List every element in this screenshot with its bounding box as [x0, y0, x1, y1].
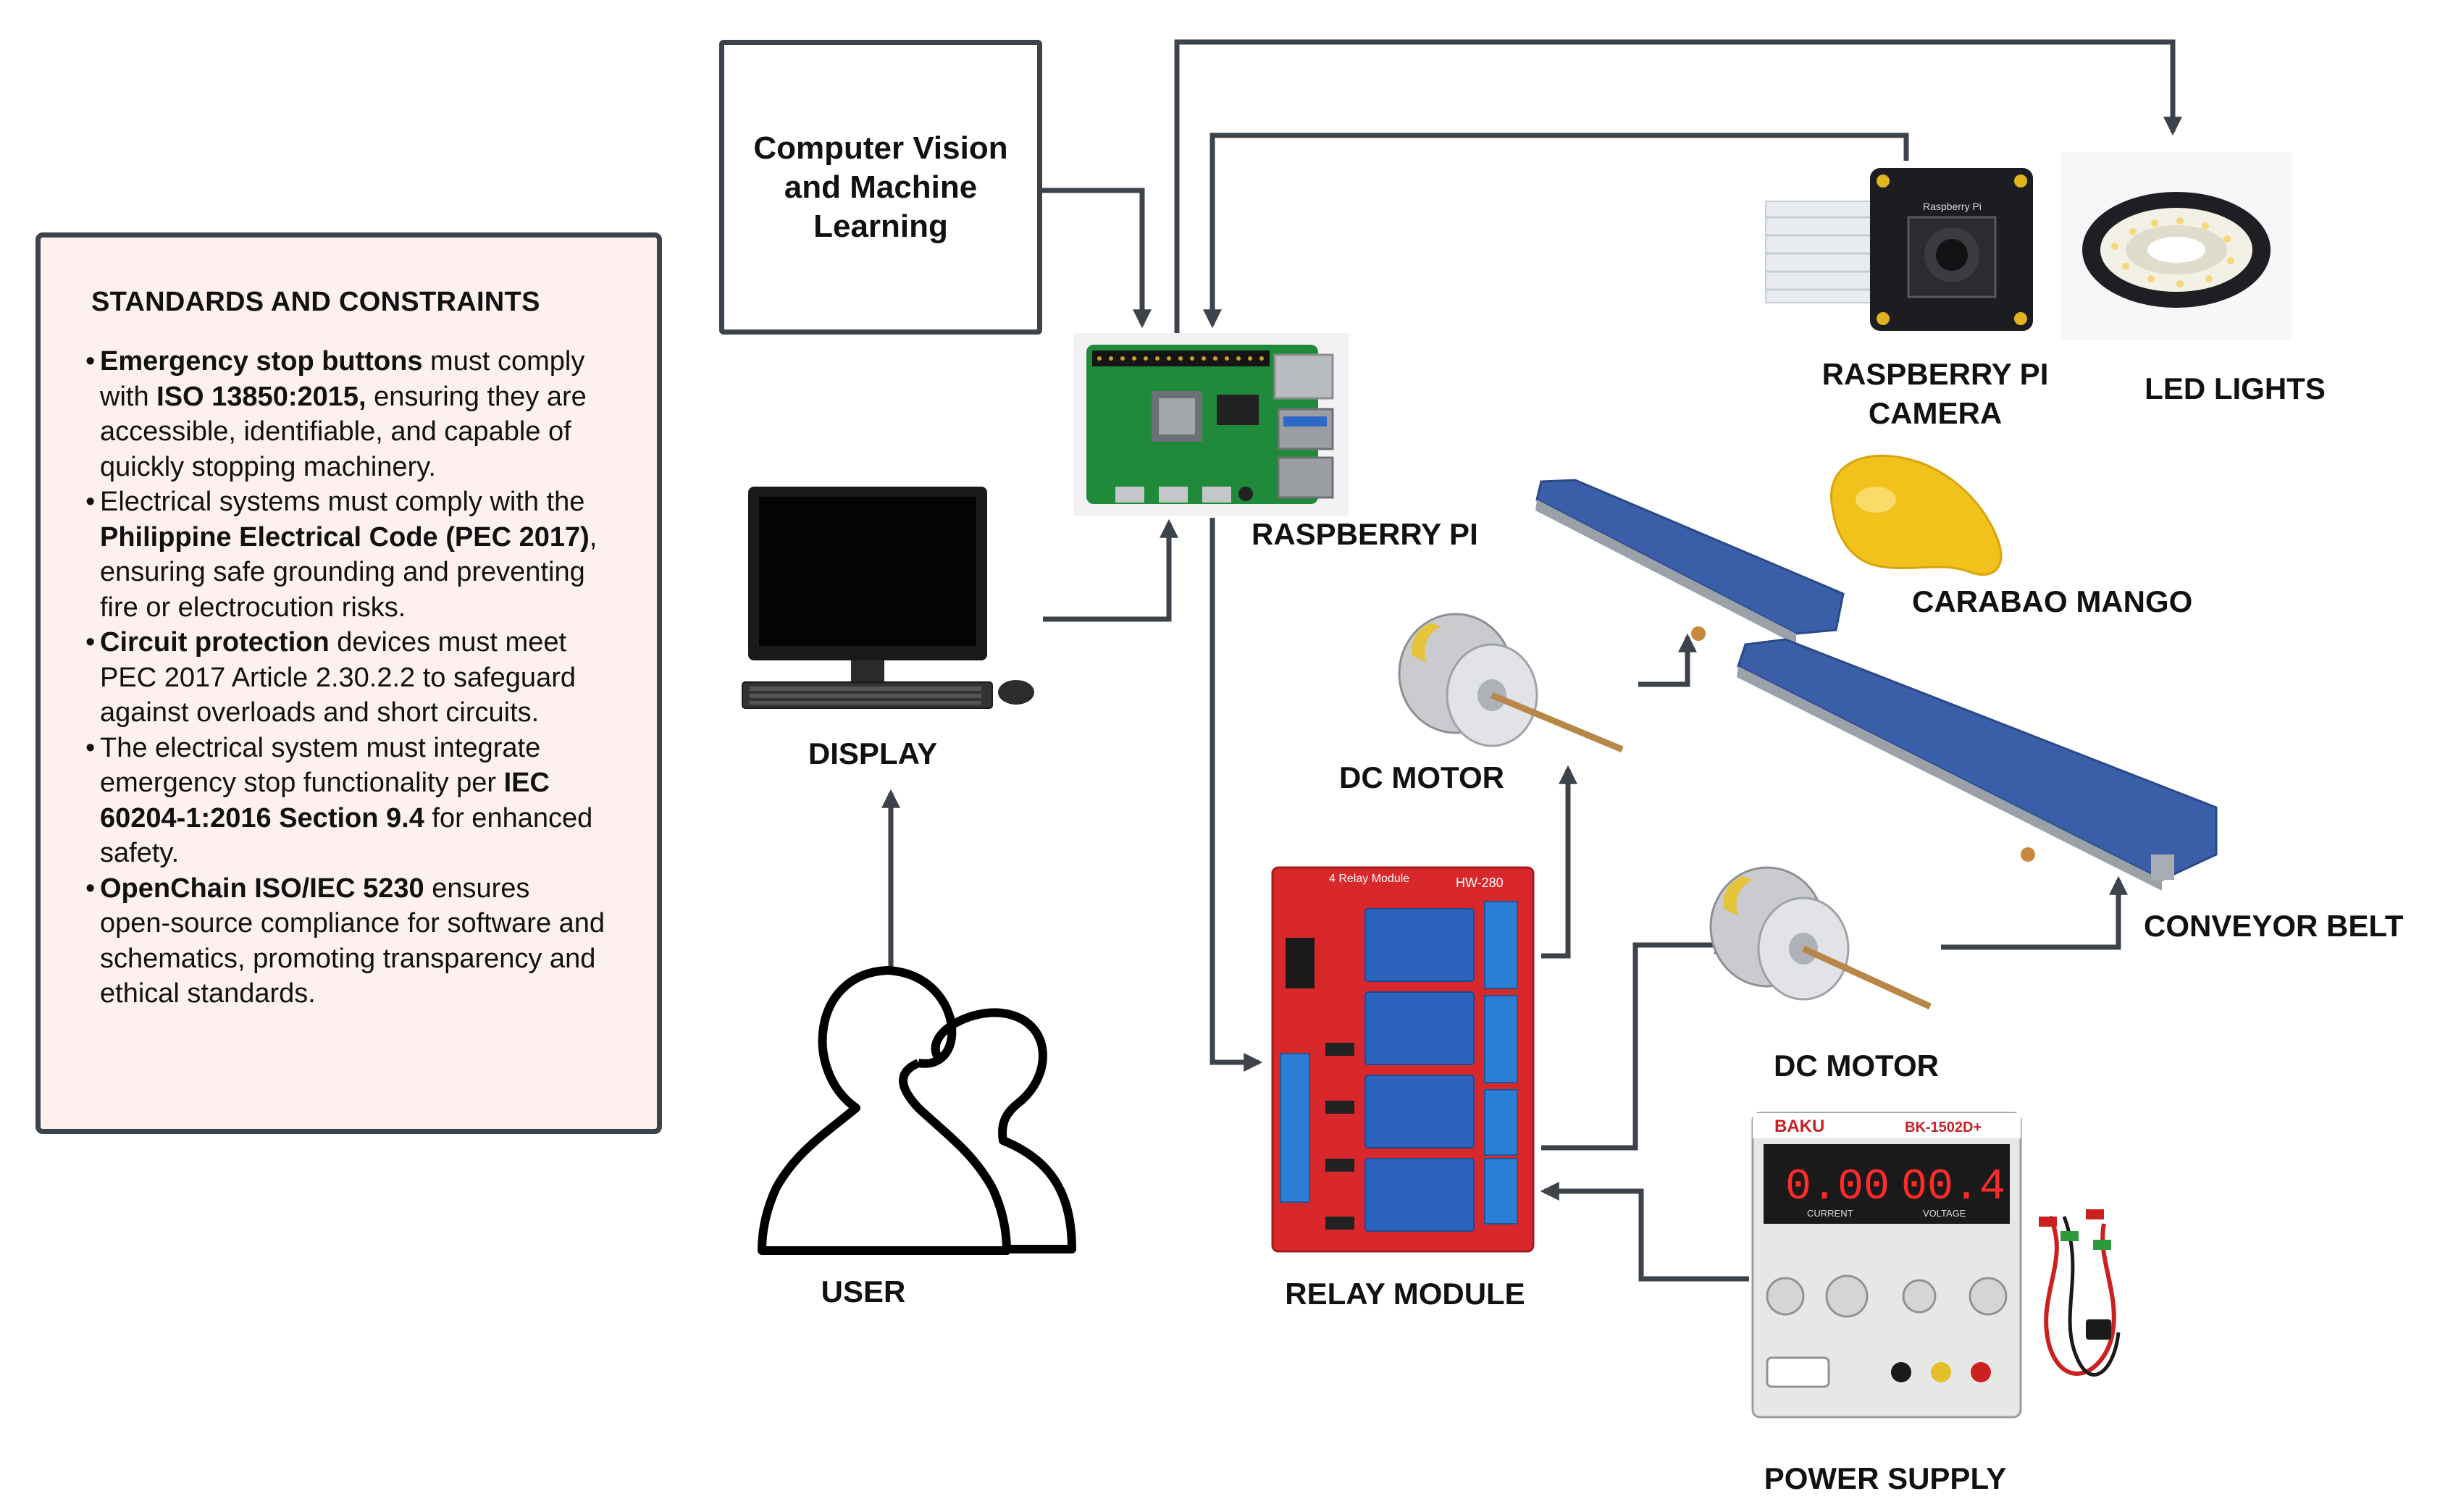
psu-current-label: CURRENT: [1807, 1208, 1853, 1219]
standard-text: ensuring they are accessible, identifiab…: [100, 381, 587, 482]
carabao-mango-label: CARABAO MANGO: [1912, 584, 2193, 618]
relay-module-label: RELAY MODULE: [1285, 1277, 1525, 1311]
standard-bold: Philippine Electrical Code (PEC 2017): [100, 521, 590, 553]
arrow-display-to-pi: [1043, 518, 1178, 622]
standard-text: , ensuring safe grounding and preventing…: [100, 521, 598, 623]
arrow-cv-to-pi: [1042, 188, 1152, 329]
user-icon: [758, 966, 1076, 1255]
standard-item: Emergency stop buttons must comply with …: [85, 344, 606, 484]
led-lights-label: LED LIGHTS: [2145, 371, 2326, 406]
camera-brand-text: Raspberry Pi: [1923, 201, 1982, 212]
psu-voltage-label: VOLTAGE: [1923, 1208, 1966, 1219]
power-supply-label: POWER SUPPLY: [1764, 1461, 2007, 1495]
psu-voltage-reading: 00.4: [1901, 1163, 2005, 1212]
standard-bold: Emergency stop buttons: [100, 346, 423, 377]
arrow-relay-to-motor1: [1541, 765, 1577, 959]
camera-label: RASPBERRY PI CAMERA: [1822, 355, 2049, 433]
standard-bold: ISO 13850:2015,: [156, 381, 366, 412]
standards-list: Emergency stop buttons must comply with …: [85, 344, 606, 1012]
conveyor-belt-label: CONVEYOR BELT: [2144, 909, 2404, 943]
relay-title-text: 4 Relay Module: [1329, 873, 1409, 885]
psu-brand-text: BAKU: [1774, 1117, 1824, 1136]
standard-text: The electrical system must integrate eme…: [100, 732, 541, 799]
raspberry-pi-board: [1073, 333, 1349, 516]
standard-bold: Circuit protection: [100, 627, 330, 658]
arrow-motor1-to-conveyor: [1638, 633, 1697, 687]
connectors: [881, 39, 2182, 1282]
user-label: USER: [821, 1274, 906, 1309]
standard-text: for enhanced safety.: [100, 802, 593, 869]
relay-module-board: HW-280 4 Relay Module: [1271, 866, 1535, 1253]
dc-motor-illustration-1: [1398, 613, 1624, 753]
arrow-motor2-to-conveyor: [1941, 875, 2128, 950]
power-supply-illustration: BAKU BK-1502D+ 0.00 00.4 CURRENT VOLTAGE: [1751, 1112, 2121, 1419]
cv-ml-label: Computer Vision and Machine Learning: [753, 130, 1008, 244]
psu-current-reading: 0.00: [1785, 1163, 1890, 1212]
arrow-pi-to-relay: [1209, 518, 1263, 1072]
dc-motor-1-label: DC MOTOR: [1339, 760, 1504, 794]
dc-motor-2-label: DC MOTOR: [1774, 1049, 1939, 1083]
standard-item: The electrical system must integrate eme…: [85, 731, 606, 871]
standards-title: STANDARDS AND CONSTRAINTS: [91, 287, 540, 317]
camera-label-line2: CAMERA: [1868, 396, 2003, 430]
standard-bold: IEC 60204-1:2016 Section 9.4: [100, 768, 550, 833]
arrow-relay-to-motor2: [1541, 936, 1734, 1151]
cv-ml-box: Computer Vision and Machine Learning: [719, 40, 1042, 335]
standard-text: ensures open-source compliance for softw…: [100, 873, 605, 1009]
display-label: DISPLAY: [808, 736, 938, 770]
monitor-illustration: [742, 487, 1034, 709]
standards-panel: STANDARDS AND CONSTRAINTS Emergency stop…: [35, 232, 662, 1134]
standard-text: devices must meet PEC 2017 Article 2.30.…: [100, 627, 576, 728]
mango-illustration: [1830, 454, 2003, 576]
led-strip: [2061, 152, 2292, 340]
standard-text: must comply with: [100, 346, 585, 412]
arrow-psu-to-relay: [1540, 1182, 1749, 1282]
dc-motor-illustration-2: [1709, 866, 1932, 1010]
relay-model-text: HW-280: [1456, 875, 1504, 890]
standard-bold: OpenChain ISO/IEC 5230: [100, 873, 424, 904]
standard-item: OpenChain ISO/IEC 5230 ensures open-sour…: [85, 871, 606, 1012]
arrow-camera-to-pi: [1203, 133, 1909, 329]
standard-item: Electrical systems must comply with the …: [85, 484, 606, 625]
arrow-pi-to-led: [1174, 39, 2182, 333]
conveyor-illustration: [1535, 479, 2218, 891]
standard-item: Circuit protection devices must meet PEC…: [85, 625, 606, 731]
raspberry-pi-label: RASPBERRY PI: [1252, 517, 1478, 551]
camera-module: Raspberry Pi: [1765, 168, 2033, 331]
camera-label-line1: RASPBERRY PI: [1821, 357, 2049, 391]
psu-model-text: BK-1502D+: [1905, 1120, 1982, 1135]
standard-text: Electrical systems must comply with the: [100, 487, 585, 517]
